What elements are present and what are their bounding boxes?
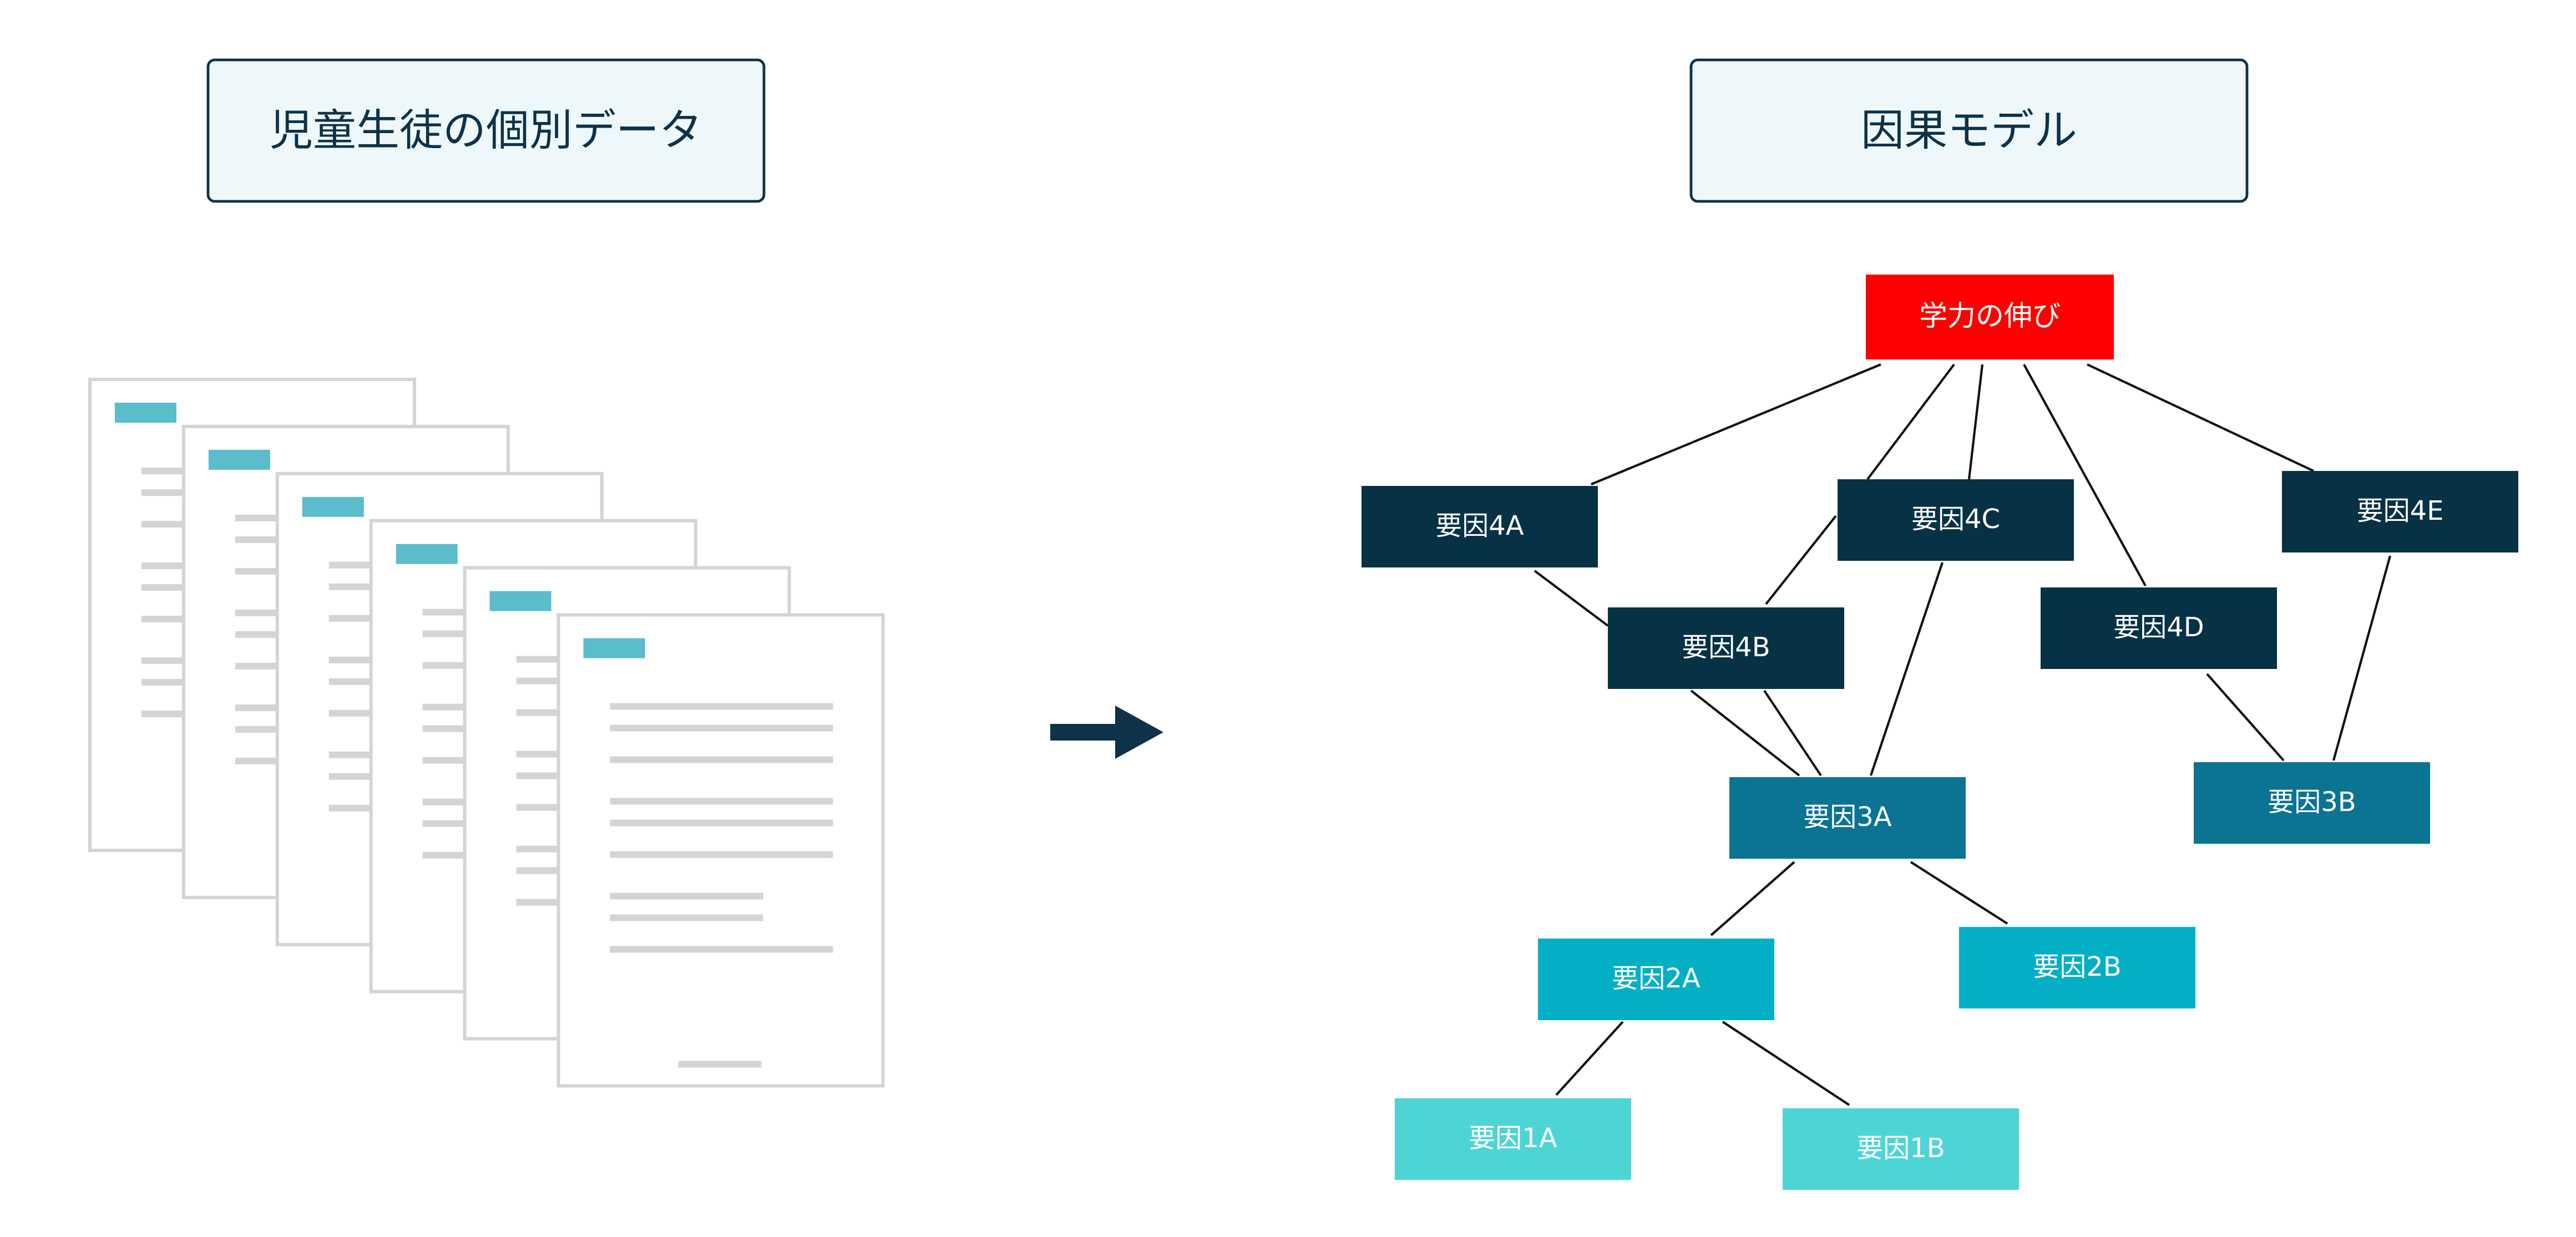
node-1b-label: 要因1B [1856, 1133, 1945, 1164]
node-4a-label: 要因4A [1435, 510, 1524, 541]
edge-4b-3a-2 [1763, 690, 1822, 777]
node-4d: 要因4D [2041, 587, 2277, 669]
node-2a-label: 要因2A [1612, 963, 1701, 994]
node-4a: 要因4A [1362, 486, 1598, 567]
node-4c: 要因4C [1838, 479, 2074, 561]
edges [1534, 363, 2392, 1106]
node-3b: 要因3B [2194, 762, 2430, 844]
node-1b: 要因1B [1783, 1108, 2019, 1190]
node-2a: 要因2A [1538, 939, 1774, 1020]
node-4e: 要因4E [2282, 471, 2518, 552]
node-2b-label: 要因2B [2033, 951, 2121, 982]
edge-4d-3b [2206, 673, 2285, 762]
header-left-label: 児童生徒の個別データ [270, 105, 702, 155]
node-4d-label: 要因4D [2113, 612, 2204, 643]
node-4b-label: 要因4B [1682, 632, 1770, 663]
node-outcome: 学力の伸び [1866, 275, 2114, 359]
node-2b: 要因2B [1959, 927, 2195, 1008]
node-1a-label: 要因1A [1469, 1123, 1557, 1154]
edge-4e-3b [2332, 555, 2392, 761]
edge-4a-4b [1534, 570, 1609, 627]
node-3a: 要因3A [1729, 777, 1966, 859]
edge-outcome-4e [2087, 363, 2314, 472]
document-stack-icon [88, 378, 885, 1088]
edge-outcome-4a [1591, 363, 1881, 485]
edge-4c-3a [1870, 562, 1944, 776]
edge-outcome-4d [2023, 363, 2147, 587]
node-1a: 要因1A [1395, 1098, 1631, 1180]
header-left: 児童生徒の個別データ [206, 58, 766, 203]
header-right-label: 因果モデル [1861, 105, 2077, 155]
edge-3a-2a [1710, 861, 1795, 936]
header-right: 因果モデル [1689, 58, 2249, 203]
right-arrow-icon [1050, 706, 1163, 759]
node-4c-label: 要因4C [1911, 504, 2000, 535]
edge-4b-3a-1 [1690, 690, 1800, 777]
document-sheet [556, 613, 885, 1088]
node-outcome-label: 学力の伸び [1919, 300, 2061, 333]
edge-4c-4b [1765, 515, 1837, 605]
node-3b-label: 要因3B [2268, 787, 2356, 818]
node-4e-label: 要因4E [2357, 495, 2444, 526]
edge-outcome-4c-1 [1866, 363, 1955, 480]
edge-2a-1a [1555, 1021, 1624, 1096]
node-4b: 要因4B [1608, 607, 1844, 689]
edge-3a-2b [1910, 861, 2008, 925]
node-3a-label: 要因3A [1803, 802, 1892, 833]
edge-2a-1b [1722, 1021, 1850, 1106]
edge-outcome-4c-2 [1967, 364, 1984, 480]
